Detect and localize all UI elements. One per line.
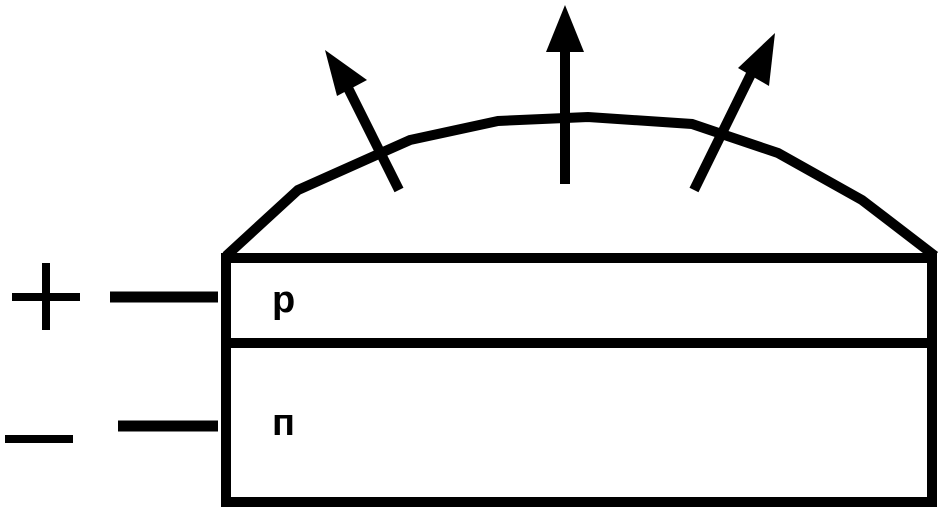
arrowhead-center-icon — [546, 5, 584, 52]
plus-sign-icon — [12, 263, 80, 330]
p-layer-label: p — [272, 279, 295, 321]
arrowhead-right-icon — [738, 33, 775, 86]
light-arrow-left — [325, 50, 404, 193]
lens-dome — [222, 111, 939, 260]
arrowhead-left-icon — [325, 50, 367, 96]
light-arrow-right — [689, 33, 775, 193]
chip-body — [221, 253, 937, 507]
light-arrow-center — [546, 5, 584, 184]
n-layer-label: п — [272, 402, 295, 444]
